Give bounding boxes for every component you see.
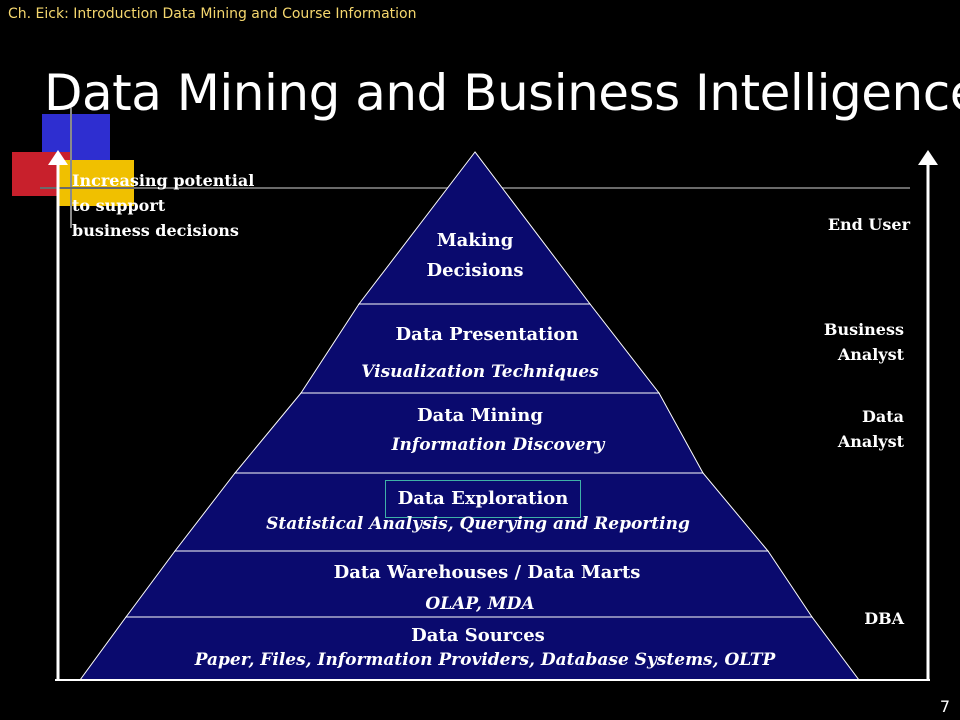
page-number: 7 (939, 697, 950, 716)
layer-exploration-label: Data Exploration (397, 488, 569, 509)
left-note-line-3: business decisions (72, 221, 239, 240)
slide-header: Ch. Eick: Introduction Data Mining and C… (8, 6, 417, 22)
left-note-line-2: to support (72, 196, 166, 215)
layer-exploration-sublabel: Statistical Analysis, Querying and Repor… (266, 514, 690, 534)
left-note-line-1: Increasing potential (72, 171, 255, 190)
role-business-analyst: Business Analyst (790, 317, 904, 367)
layer-sources-sublabel: Paper, Files, Information Providers, Dat… (194, 650, 776, 670)
layer-presentation-sublabel: Visualization Techniques (361, 362, 599, 382)
role-data-analyst-line-2: Analyst (837, 432, 904, 451)
role-end-user: End User (827, 215, 910, 234)
layer-mining-label: Data Mining (417, 405, 543, 426)
role-business-analyst-line-1: Business (823, 320, 904, 339)
layer-mining-sublabel: Information Discovery (391, 435, 605, 455)
layer-warehouses-label: Data Warehouses / Data Marts (333, 562, 641, 583)
role-business-analyst-line-2: Analyst (837, 345, 904, 364)
role-dba: DBA (864, 609, 904, 628)
role-data-analyst-line-1: Data (862, 407, 904, 426)
left-arrowhead (48, 150, 68, 165)
layer-decisions-label: Making Decisions (400, 226, 550, 286)
data-exploration-highlight-box (385, 480, 581, 518)
layer-decisions-line-2: Decisions (426, 260, 524, 281)
decor-vertical-line (70, 108, 72, 228)
role-data-analyst: Data Analyst (790, 404, 904, 454)
layer-warehouses-sublabel: OLAP, MDA (425, 594, 535, 614)
left-note: Increasing potential to support business… (72, 168, 254, 243)
layer-decisions-line-1: Making (436, 230, 514, 251)
layer-presentation-label: Data Presentation (395, 324, 579, 345)
layer-sources-label: Data Sources (411, 625, 545, 646)
slide-title: Data Mining and Business Intelligence (44, 64, 960, 122)
right-arrowhead (918, 150, 938, 165)
